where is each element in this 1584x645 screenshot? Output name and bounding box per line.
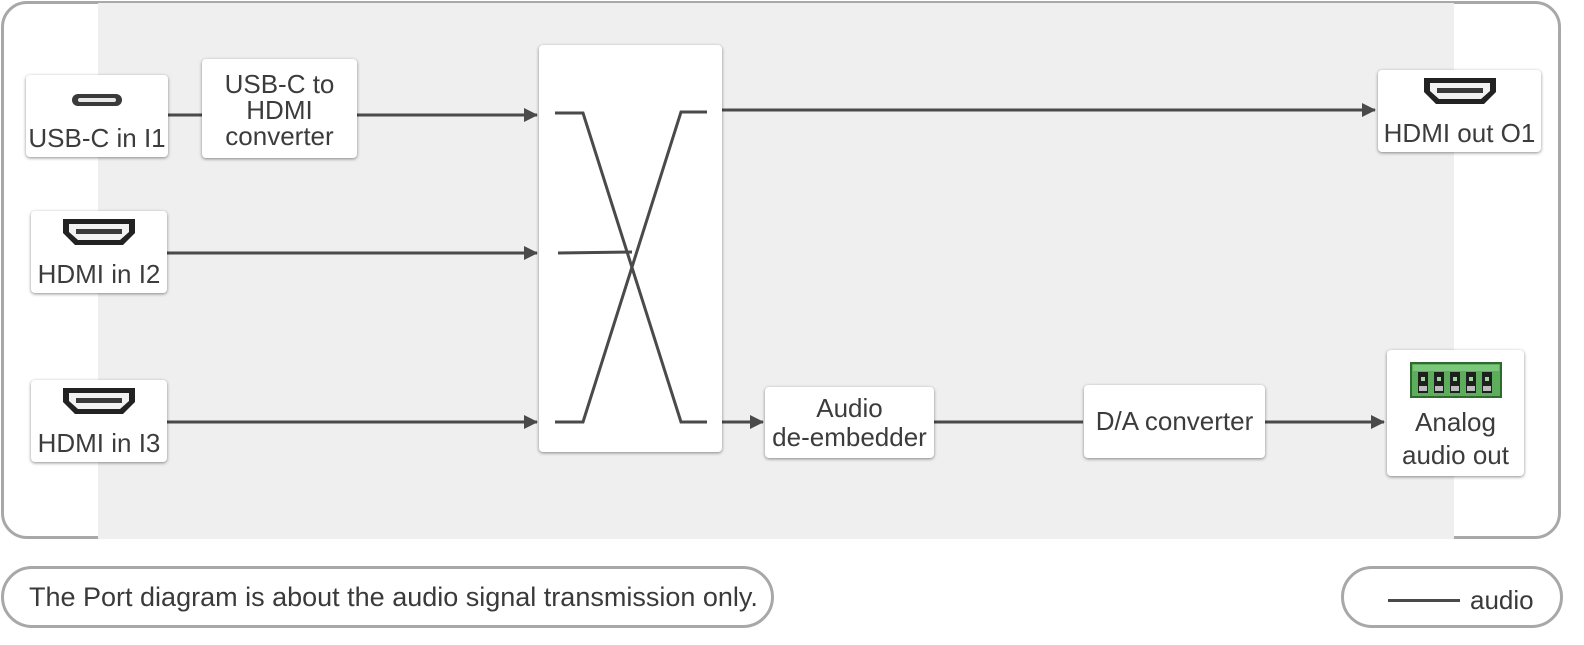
hdmi-input-3-label: HDMI in I3 bbox=[37, 428, 161, 458]
de-embedder-line-2: de-embedder bbox=[772, 422, 927, 452]
hdmi-port-icon bbox=[63, 388, 135, 414]
converter-line-3: converter bbox=[225, 121, 334, 151]
diagram-note-text: The Port diagram is about the audio sign… bbox=[29, 582, 758, 612]
da-converter: D/A converter bbox=[1084, 385, 1265, 458]
usbc-to-hdmi-converter: USB-C to HDMI converter bbox=[202, 59, 357, 158]
phoenix-connector-icon bbox=[1409, 362, 1502, 398]
crosspoint-switch bbox=[539, 45, 722, 452]
converter-line-1: USB-C to bbox=[224, 69, 335, 99]
diagram-note: The Port diagram is about the audio sign… bbox=[1, 566, 774, 628]
legend-audio-line bbox=[1388, 599, 1460, 602]
converter-line-2: HDMI bbox=[246, 95, 313, 125]
hdmi-output-port: HDMI out O1 bbox=[1378, 70, 1541, 152]
usb-c-port-icon bbox=[72, 94, 122, 106]
da-converter-label: D/A converter bbox=[1095, 406, 1254, 436]
usbc-input-port: USB-C in I1 bbox=[26, 75, 168, 157]
hdmi-input-2-label: HDMI in I2 bbox=[37, 259, 161, 289]
hdmi-port-icon bbox=[63, 219, 135, 245]
hdmi-port-icon bbox=[1423, 78, 1496, 104]
usbc-input-label: USB-C in I1 bbox=[28, 123, 166, 153]
audio-de-embedder: Audio de-embedder bbox=[765, 387, 934, 458]
hdmi-output-label: HDMI out O1 bbox=[1383, 118, 1536, 148]
analog-out-line-1: Analog bbox=[1415, 407, 1496, 437]
analog-out-line-2: audio out bbox=[1402, 440, 1509, 470]
hdmi-input-port-2: HDMI in I2 bbox=[31, 211, 167, 293]
legend-audio-label: audio bbox=[1470, 585, 1534, 615]
legend: audio bbox=[1341, 566, 1563, 628]
hdmi-input-port-3: HDMI in I3 bbox=[31, 380, 167, 462]
analog-audio-output-port: Analog audio out bbox=[1387, 350, 1524, 476]
crosspoint-icon bbox=[555, 110, 707, 424]
de-embedder-line-1: Audio bbox=[816, 393, 883, 423]
